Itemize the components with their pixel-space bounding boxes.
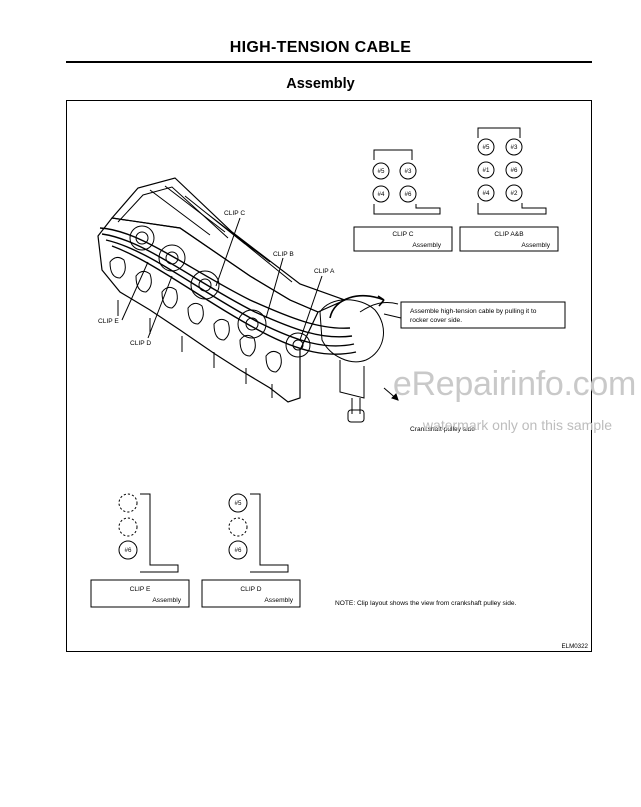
clip-e-label: CLIP E: [98, 318, 119, 325]
clip-d-circle-3: #6: [235, 547, 242, 554]
clip-e-circle-3: #6: [125, 547, 132, 554]
clip-ab-box-title: CLIP A&B: [494, 231, 524, 238]
clip-d-circle-1: #5: [235, 500, 242, 507]
figure-code: ELM0322: [562, 643, 589, 650]
clip-d-box-title: CLIP D: [240, 586, 261, 593]
note-text: NOTE: Clip layout shows the view from cr…: [335, 600, 517, 607]
clip-c-circle-3: #4: [378, 191, 385, 198]
clip-c-circle-1: #5: [378, 168, 385, 175]
clip-ab-circle-1: #5: [483, 144, 490, 151]
clip-ab-circle-3: #1: [483, 167, 490, 174]
engine-head-illustration: [97, 177, 399, 423]
clip-a-label: CLIP A: [314, 268, 335, 275]
clip-ab-assembly: Assembly: [521, 242, 550, 249]
clip-d-label: CLIP D: [130, 340, 151, 347]
callout-text-line1: Assemble high-tension cable by pulling i…: [410, 308, 537, 315]
clip-c-assembly: Assembly: [412, 242, 441, 249]
watermark-site: eRepairinfo.com: [393, 365, 636, 403]
callout-box: [400, 301, 566, 329]
clip-ab-diagram: [459, 127, 559, 252]
clip-b-label: CLIP B: [273, 251, 294, 258]
clip-c-circle-2: #3: [405, 168, 412, 175]
clip-c-diagram: [353, 149, 453, 252]
clip-ab-circle-5: #4: [483, 190, 490, 197]
clip-d-assembly: Assembly: [264, 597, 293, 604]
clip-a-leader: [299, 275, 323, 341]
clip-d-leader: [147, 275, 173, 339]
clip-ab-circle-2: #3: [511, 144, 518, 151]
clip-ab-circle-6: #2: [511, 190, 518, 197]
figure-frame: [66, 100, 592, 652]
clip-d-diagram: [201, 493, 301, 608]
clip-c-circle-4: #6: [405, 191, 412, 198]
page-title: HIGH-TENSION CABLE: [229, 39, 412, 56]
clip-ab-circle-4: #6: [511, 167, 518, 174]
clip-e-leader: [121, 261, 149, 321]
crankshaft-label: Crankshaft pulley side: [410, 426, 475, 433]
watermark-note: watermark only on this sample: [422, 417, 612, 433]
clip-e-box-title: CLIP E: [130, 586, 151, 593]
title-divider: [66, 61, 592, 63]
clip-c-leader: [215, 217, 241, 287]
clip-c-box-title: CLIP C: [392, 231, 413, 238]
clip-b-leader: [265, 257, 284, 319]
section-subtitle: Assembly: [286, 76, 355, 92]
clip-e-diagram: [90, 493, 190, 608]
clip-e-assembly: Assembly: [152, 597, 181, 604]
callout-text-line2: rocker cover side.: [410, 317, 462, 324]
clip-c-label: CLIP C: [224, 210, 245, 217]
